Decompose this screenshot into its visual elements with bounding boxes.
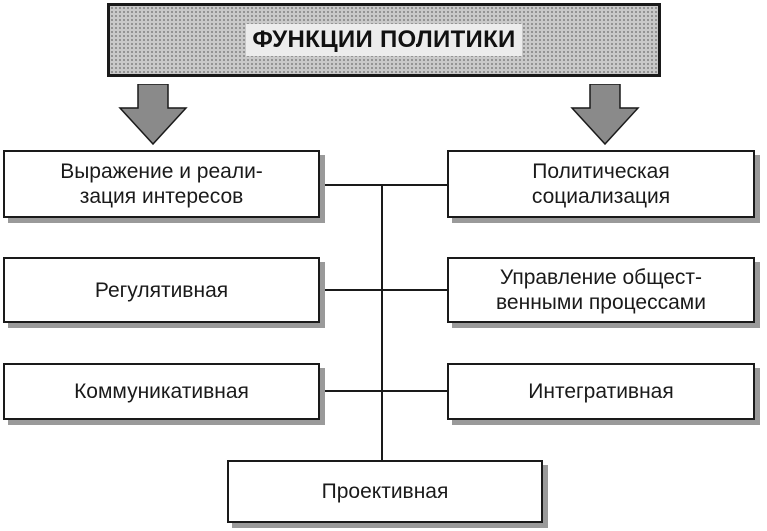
function-box-integrative: Интегративная [447, 363, 755, 420]
function-box-social-management: Управление общест- венными процессами [447, 257, 755, 323]
function-label: Коммуникативная [74, 380, 249, 403]
function-box-regulative: Регулятивная [3, 257, 320, 323]
function-box-communicative: Коммуникативная [3, 363, 320, 420]
function-box-expression-interests: Выражение и реали- зация интересов [3, 150, 320, 218]
diagram-title: ФУНКЦИИ ПОЛИТИКИ [246, 24, 522, 56]
function-box-political-socialization: Политическая социализация [447, 150, 755, 218]
function-label: Выражение и реали- зация интересов [60, 160, 263, 208]
function-label: Политическая социализация [531, 160, 671, 208]
function-label: Проективная [321, 480, 449, 503]
right-down-arrow-icon [570, 84, 640, 146]
function-label: Регулятивная [94, 278, 229, 302]
function-label: Управление общест- венными процессами [496, 266, 706, 314]
function-box-projective: Проективная [227, 460, 543, 523]
title-box: ФУНКЦИИ ПОЛИТИКИ [107, 3, 661, 77]
function-label: Интегративная [528, 380, 674, 403]
left-down-arrow-icon [118, 84, 188, 146]
